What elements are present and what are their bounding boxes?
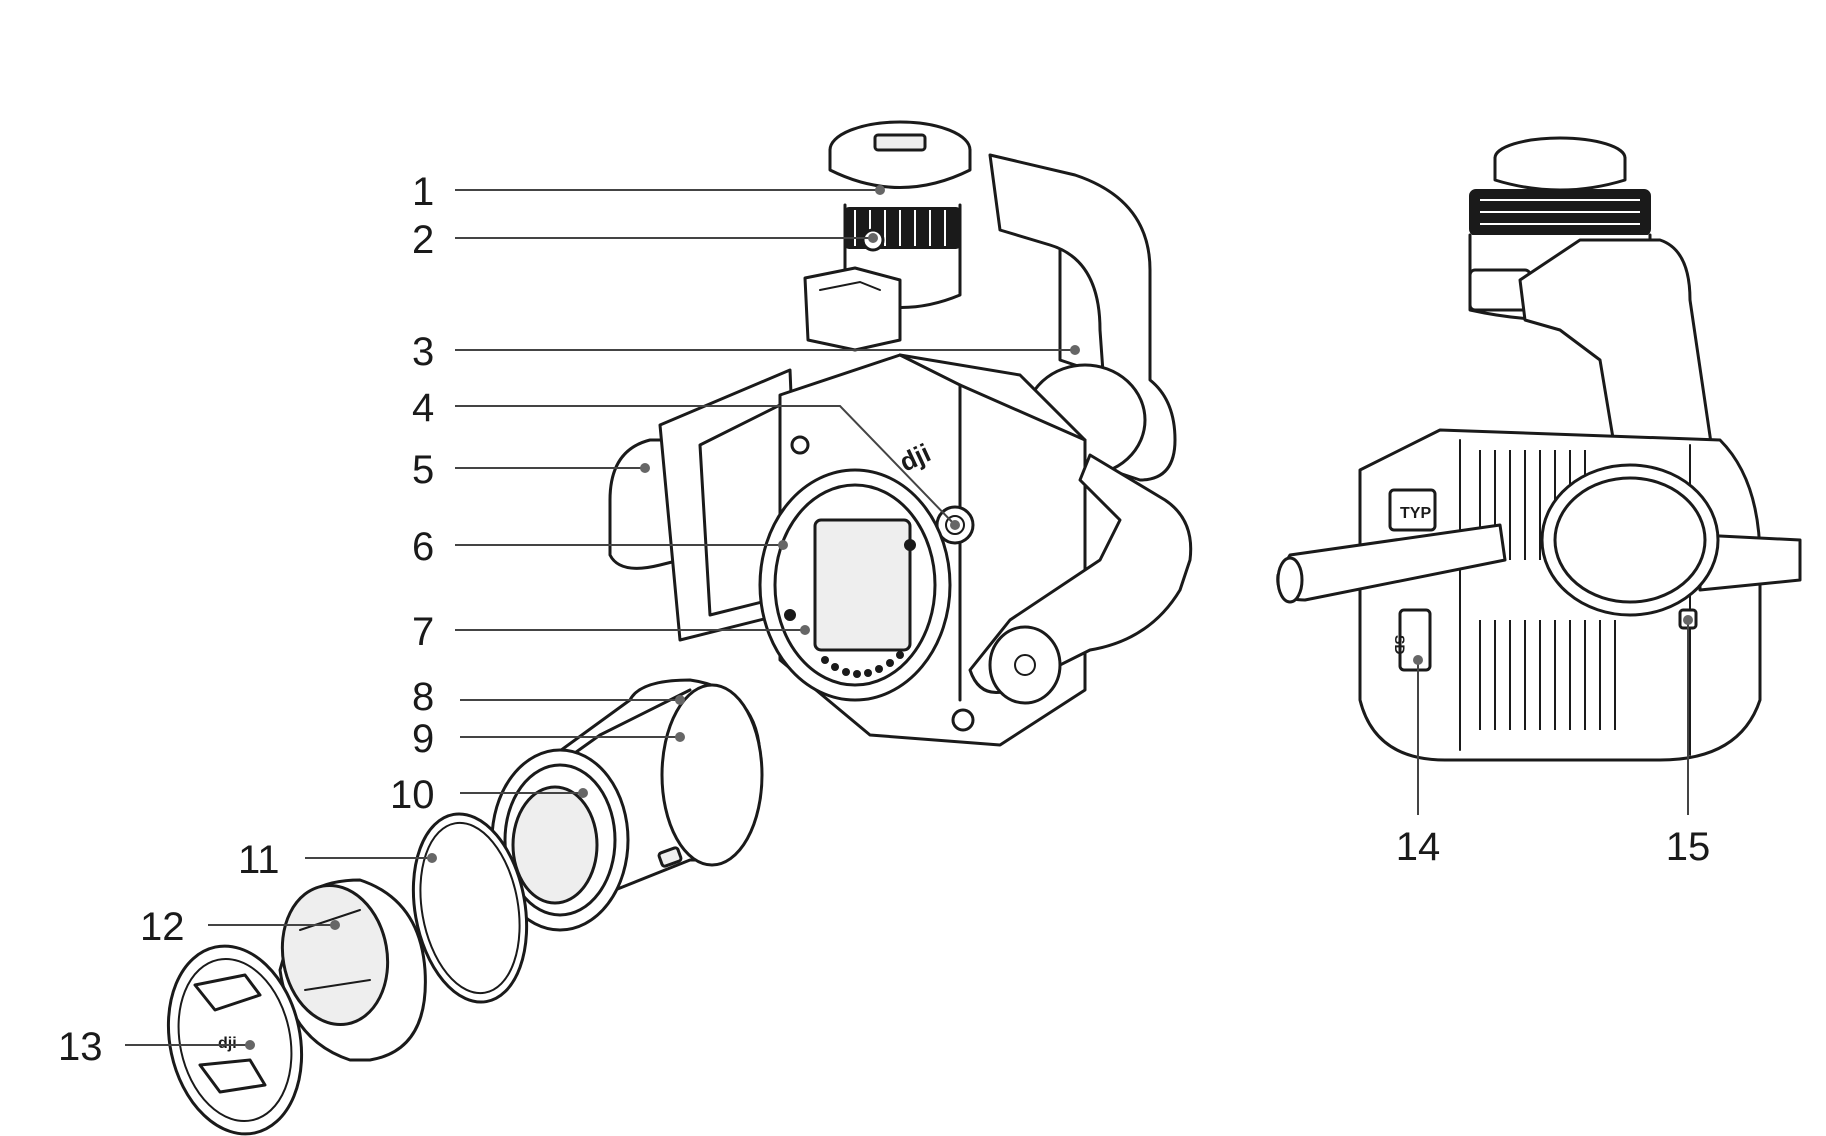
cap-logo: dji (218, 1035, 237, 1052)
callout-9: 9 (412, 717, 434, 761)
callout-15: 15 (1666, 825, 1711, 869)
callout-6: 6 (412, 525, 434, 569)
callout-14: 14 (1396, 825, 1441, 869)
front-gimbal-camera-illustration: dji (166, 120, 1193, 1136)
callout-5: 5 (412, 448, 434, 492)
callout-10: 10 (390, 773, 435, 817)
callout-12: 12 (140, 905, 185, 949)
port-label: TYP (1400, 505, 1431, 522)
sd-slot-label: SD (1392, 635, 1408, 654)
callout-1: 1 (412, 170, 434, 214)
callout-4: 4 (412, 386, 434, 430)
rear-gimbal-camera-illustration: TYP SD (1276, 136, 1802, 762)
lens-barrel (490, 678, 764, 932)
lens-mount (758, 468, 952, 702)
mount-contacts (821, 651, 904, 678)
callout-8: 8 (412, 675, 434, 719)
callout-3: 3 (412, 330, 434, 374)
callout-13: 13 (58, 1025, 103, 1069)
callout-11: 11 (238, 838, 280, 882)
callouts: 1 2 3 4 5 6 7 8 9 10 (58, 170, 1710, 1069)
callout-2: 2 (412, 218, 434, 262)
lens-cap: dji (166, 944, 304, 1136)
callout-7: 7 (412, 610, 434, 654)
